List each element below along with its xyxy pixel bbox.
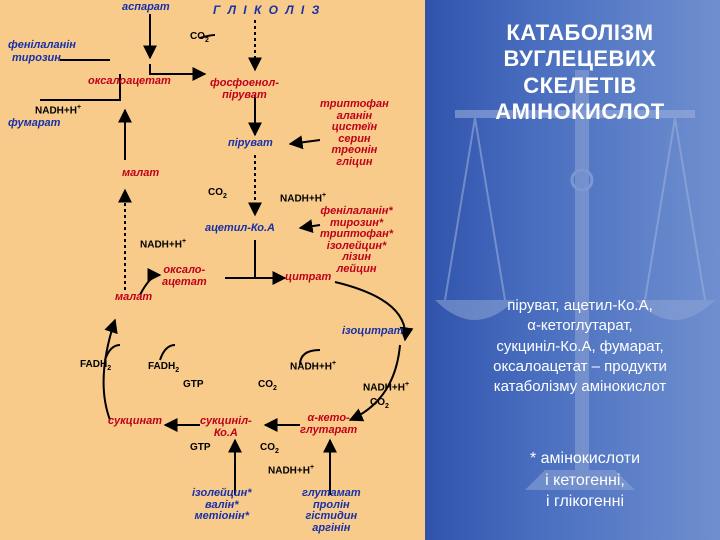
acetyl-aminoacids-label: фенілаланін* тирозин* триптофан* ізолейц… [320,205,394,275]
nadh-cycle-label: NADH+H+ [290,360,337,373]
gtp-top-label: GTP [183,379,204,390]
acetyl-coa-label: ацетил-Ко.А [205,222,275,234]
co2-right-label: CO2 [370,397,389,411]
tyrosine-label: тирозин [12,52,61,64]
caption-line: піруват, ацетил-Ко.А, [507,297,653,314]
aspartate-label: аспарат [122,1,170,13]
glycolysis-label: Г Л І К О Л І З [213,3,322,17]
nadh-right-label: NADH+H+ [363,381,410,394]
co2-cycle-label: CO2 [258,379,277,393]
oxaloacetate-cycle-label: оксало-ацетат [162,264,207,288]
nadh-bottom-label: NADH+H+ [268,464,315,477]
gtp-bottom-label: GTP [190,442,211,453]
fumarate-label: фумарат [8,117,61,129]
citrate-label: цитрат [285,271,332,283]
nadh-mid-right-label: NADH+H+ [280,192,327,205]
products-caption: піруват, ацетил-Ко.А, α-кетоглутарат, су… [440,296,720,397]
caption-line: сукциніл-Ко.А, фумарат, [496,337,664,355]
fadh2-inner-label: FADH2 [148,361,180,375]
footnote: * амінокислоти і кетогенні, і глікогенні [470,448,700,513]
footnote-line: і кетогенні, [545,471,625,489]
nadh-top-label: NADH+H+ [35,104,82,117]
co2-mid-label: CO2 [208,187,227,201]
title-line: ВУГЛЕЦЕВИХ [503,46,657,72]
title-line: КАТАБОЛІЗМ [506,20,654,45]
pep-label: фосфоенол-піруват [210,77,279,101]
metabolic-diagram-panel [0,0,425,540]
co2-top-label: CO2 [190,31,209,45]
alpha-ketoglutarate-label: α-кето-глутарат [300,412,358,436]
nadh-left-mid-label: NADH+H+ [140,238,187,251]
akg-aminoacids-label: глутамат пролін гістидин аргінін [302,487,361,534]
phenylalanine-label: фенілаланін [8,39,76,51]
scales-illustration [435,70,715,490]
caption-line: оксалоацетат – продукти [493,357,667,375]
pathway-arrows [40,14,414,495]
co2-bottom-label: CO2 [260,442,279,456]
slide-title: КАТАБОЛІЗМ ВУГЛЕЦЕВИХ СКЕЛЕТІВ АМІНОКИСЛ… [440,20,720,126]
malate-top-label: малат [122,167,160,179]
succinyl-aminoacids-label: ізолейцин* валін* метіонін* [192,487,252,523]
malate-cycle-label: малат [115,291,153,303]
oxaloacetate-top-label: оксалоацетат [88,75,171,87]
pyruvate-label: піруват [228,137,273,149]
fadh2-left-label: FADH2 [80,359,112,373]
title-line: СКЕЛЕТІВ [523,72,637,98]
succinyl-coa-label: сукциніл-Ко.А [200,415,252,439]
footnote-line: і глікогенні [545,493,625,511]
succinate-label: сукцинат [108,415,163,427]
footnote-line: * амінокислоти [529,450,641,467]
caption-line: катаболізму амінокислот [493,378,667,395]
isocitrate-label: ізоцитрат [342,325,404,337]
title-line: АМІНОКИСЛОТ [495,99,665,125]
pyruvate-aminoacids-label: триптофан аланін цистеїн серин треонін г… [320,98,389,168]
caption-line: α-кетоглутарат, [527,317,633,335]
